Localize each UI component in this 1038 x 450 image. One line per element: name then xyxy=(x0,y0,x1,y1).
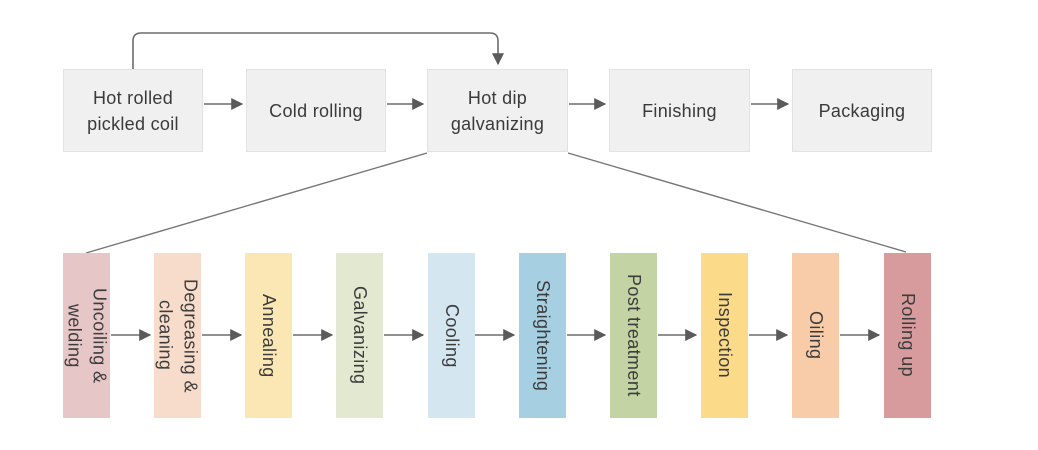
substep-label: Uncoiling & welding xyxy=(64,287,110,384)
flow-node-hot-dip-galvanizing: Hot dip galvanizing xyxy=(427,69,568,152)
feedback-loop-arrow xyxy=(132,32,504,69)
substep-degreasing-cleaning: Degreasing & cleaning xyxy=(154,253,201,418)
substep-label: Oiling xyxy=(806,311,826,360)
substep-label: Straightening xyxy=(533,279,553,392)
substep-label: Degreasing & cleaning xyxy=(155,278,201,393)
substep-label: Inspection xyxy=(715,292,735,379)
substep-cooling: Cooling xyxy=(428,253,475,418)
substep-label: Annealing xyxy=(259,293,279,378)
flow-node-finishing: Finishing xyxy=(609,69,750,152)
substep-straightening: Straightening xyxy=(519,253,566,418)
substep-rolling-up: Rolling up xyxy=(884,253,931,418)
substep-label: Cooling xyxy=(442,303,462,368)
substep-annealing: Annealing xyxy=(245,253,292,418)
substep-oiling: Oiling xyxy=(792,253,839,418)
substep-label: Post treatment xyxy=(624,274,644,397)
substep-galvanizing: Galvanizing xyxy=(336,253,383,418)
substep-label: Galvanizing xyxy=(350,286,370,385)
substep-label: Rolling up xyxy=(898,293,918,378)
expand-line-right xyxy=(567,152,907,253)
flow-node-packaging: Packaging xyxy=(792,69,932,152)
substep-uncoiling-welding: Uncoiling & welding xyxy=(63,253,110,418)
flow-node-cold-rolling: Cold rolling xyxy=(246,69,386,152)
flow-node-hot-rolled-pickled-coil: Hot rolled pickled coil xyxy=(63,69,203,152)
expand-line-left xyxy=(85,152,428,254)
substep-inspection: Inspection xyxy=(701,253,748,418)
substep-post-treatment: Post treatment xyxy=(610,253,657,418)
